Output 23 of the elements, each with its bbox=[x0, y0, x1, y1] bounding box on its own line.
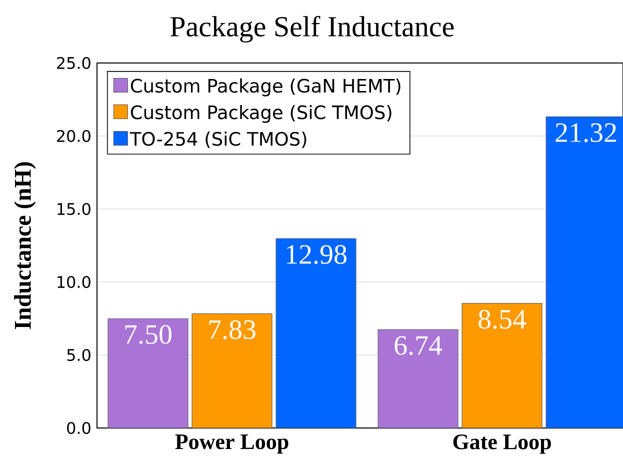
text: 7.83 bbox=[209, 320, 256, 340]
text: 8.54 bbox=[478, 310, 526, 329]
legend-label: Custom Package (SiC TMOS) bbox=[130, 104, 392, 123]
x-tick-label: Gate Loop bbox=[453, 434, 551, 454]
legend-label: TO-254 (SiC TMOS) bbox=[130, 132, 306, 148]
bar bbox=[108, 318, 188, 428]
y-tick-label: 10.0 bbox=[58, 276, 90, 288]
y-tick-label: 5.0 bbox=[67, 348, 90, 362]
legend-label: Custom Package (GaN HEMT) bbox=[130, 78, 400, 96]
y-tick-label: 25.0 bbox=[57, 56, 90, 70]
bar bbox=[378, 329, 458, 428]
y-tick-label: 15.0 bbox=[58, 202, 90, 216]
bar bbox=[192, 313, 272, 428]
chart-title: Package Self Inductance bbox=[170, 16, 454, 43]
text: 21.32 bbox=[556, 123, 616, 142]
y-axis-title: Inductance (nH) bbox=[14, 162, 36, 330]
text: 7.50 bbox=[125, 325, 172, 344]
y-tick-label: 20.0 bbox=[57, 130, 90, 142]
x-tick-label: Power Loop bbox=[175, 434, 288, 454]
text: 6.74 bbox=[394, 336, 442, 356]
bar bbox=[462, 303, 542, 428]
text: 12.98 bbox=[286, 245, 346, 264]
y-tick-label: 0.0 bbox=[67, 422, 90, 434]
